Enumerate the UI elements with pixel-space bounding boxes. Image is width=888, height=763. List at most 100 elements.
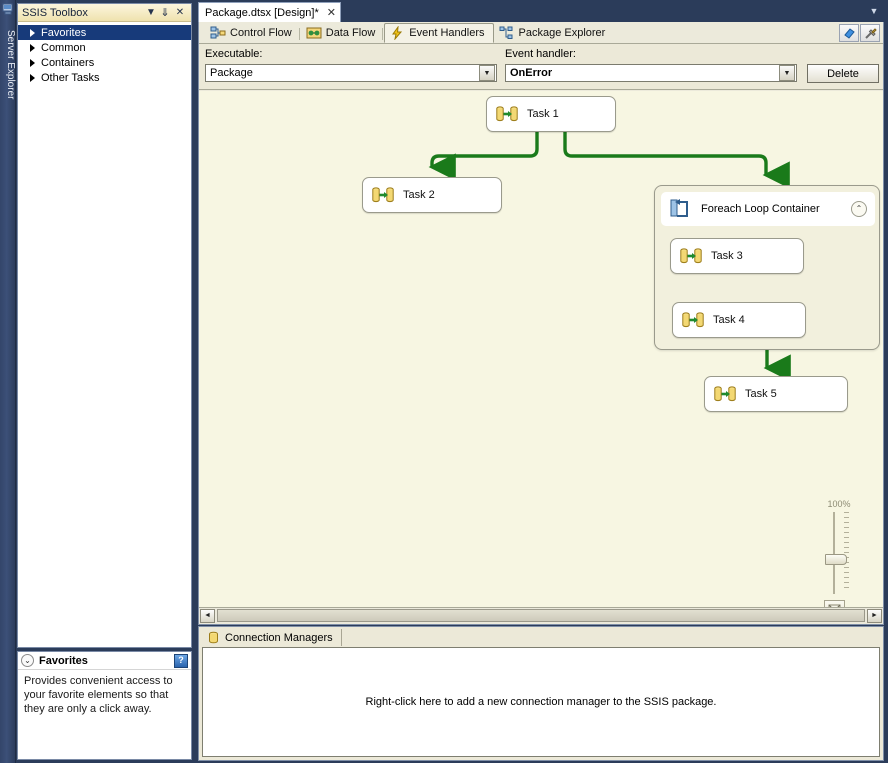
- design-canvas-content: Task 1 Task 2: [199, 91, 880, 621]
- server-explorer-label: Server Explorer: [5, 30, 16, 100]
- tools-icon: [864, 27, 877, 39]
- toolbox-titlebar: SSIS Toolbox ▼ ⇓ ✕: [18, 4, 191, 22]
- zoom-slider-thumb[interactable]: [825, 554, 847, 565]
- server-explorer-icon: [2, 3, 13, 15]
- executable-value: Package: [210, 67, 253, 79]
- document-area: Package.dtsx [Design]* ✕ ▼ Control Flow: [196, 0, 888, 763]
- connection-managers-panel: Connection Managers Right-click here to …: [198, 626, 884, 761]
- package-explorer-icon: [499, 26, 512, 39]
- event-handler-label: Event handler:: [505, 48, 576, 60]
- favorites-info-panel: ⌄ Favorites ? Provides convenient access…: [17, 651, 192, 760]
- task-box-task-1[interactable]: Task 1: [486, 96, 616, 132]
- event-handler-dropdown[interactable]: OnError ▼: [505, 64, 797, 82]
- task-box-task-2[interactable]: Task 2: [362, 177, 502, 213]
- document-tab-label: Package.dtsx [Design]*: [205, 6, 319, 19]
- format-painter-icon: [843, 27, 855, 39]
- collapse-chevron-icon[interactable]: ⌃: [851, 201, 867, 217]
- designer-frame: Control Flow Data Flow: [198, 22, 884, 625]
- toolbox-dropdown-icon[interactable]: ▼: [146, 7, 156, 18]
- designer-view-tabs: Control Flow Data Flow: [199, 22, 883, 44]
- tab-label: Event Handlers: [409, 27, 485, 39]
- task-label: Task 2: [403, 189, 435, 201]
- chevron-down-icon[interactable]: ▼: [779, 65, 795, 81]
- toolbox-title: SSIS Toolbox: [22, 6, 88, 19]
- task-box-task-3[interactable]: Task 3: [670, 238, 804, 274]
- toolbox-pin-icon[interactable]: ⇓: [160, 6, 170, 19]
- tab-control-flow[interactable]: Control Flow: [205, 23, 301, 43]
- event-handler-selector-bar: Executable: Package ▼ Event handler: OnE…: [199, 44, 883, 90]
- toolbox-item-label: Containers: [41, 56, 95, 69]
- connection-managers-empty-text: Right-click here to add a new connection…: [365, 696, 717, 708]
- tab-separator: [298, 28, 300, 40]
- design-canvas[interactable]: Task 1 Task 2: [199, 91, 883, 623]
- foreach-loop-header[interactable]: Foreach Loop Container ⌃: [661, 192, 875, 226]
- expand-triangle-icon[interactable]: [28, 28, 37, 37]
- help-icon[interactable]: ?: [174, 653, 188, 668]
- toolbox-item-common[interactable]: Common: [18, 40, 191, 55]
- expand-triangle-icon[interactable]: [28, 73, 37, 82]
- tab-label: Data Flow: [325, 27, 376, 39]
- toolbox-close-icon[interactable]: ✕: [175, 7, 185, 18]
- data-flow-task-icon: [496, 106, 518, 122]
- data-flow-task-icon: [372, 187, 394, 203]
- expand-triangle-icon[interactable]: [28, 43, 37, 52]
- toolbox-item-containers[interactable]: Containers: [18, 55, 191, 70]
- task-box-task-4[interactable]: Task 4: [672, 302, 806, 338]
- canvas-horizontal-scrollbar[interactable]: ◄ ►: [199, 607, 883, 623]
- scroll-right-arrow-icon[interactable]: ►: [867, 608, 882, 623]
- zoom-percent-label: 100%: [827, 499, 851, 509]
- zoom-slider-ticks: [844, 512, 849, 594]
- tab-connection-managers[interactable]: Connection Managers: [203, 629, 342, 646]
- expand-triangle-icon[interactable]: [28, 58, 37, 67]
- tab-label: Connection Managers: [225, 631, 333, 644]
- data-flow-task-icon: [714, 386, 736, 402]
- tab-package-explorer[interactable]: Package Explorer: [494, 23, 615, 43]
- connection-managers-tab-row: Connection Managers: [199, 627, 883, 646]
- connector-task1-task2[interactable]: [428, 132, 539, 181]
- executable-label: Executable:: [205, 48, 263, 60]
- zoom-slider-track[interactable]: [833, 512, 835, 594]
- foreach-loop-label: Foreach Loop Container: [701, 203, 820, 215]
- chevron-down-icon[interactable]: ▼: [479, 65, 495, 81]
- delete-button[interactable]: Delete: [807, 64, 879, 83]
- chevron-down-icon[interactable]: ⌄: [21, 654, 34, 667]
- scrollbar-thumb[interactable]: [217, 609, 865, 622]
- task-label: Task 1: [527, 108, 559, 120]
- toolbox-item-label: Other Tasks: [41, 71, 100, 84]
- format-painter-button[interactable]: [839, 24, 859, 42]
- connection-manager-icon: [209, 631, 218, 644]
- data-flow-icon: [306, 27, 322, 39]
- control-flow-icon: [210, 26, 226, 39]
- connection-managers-empty-area[interactable]: Right-click here to add a new connection…: [202, 647, 880, 757]
- server-explorer-dock-strip[interactable]: Server Explorer: [0, 0, 16, 763]
- task-label: Task 4: [713, 314, 745, 326]
- tab-label: Package Explorer: [518, 27, 606, 39]
- foreach-loop-container[interactable]: Foreach Loop Container ⌃: [654, 185, 880, 350]
- tools-button[interactable]: [860, 24, 880, 42]
- foreach-loop-icon: [670, 199, 688, 217]
- connector-task1-foreach[interactable]: [563, 132, 790, 189]
- document-menu-chevron-icon[interactable]: ▼: [869, 6, 879, 16]
- toolbox-item-other-tasks[interactable]: Other Tasks: [18, 70, 191, 85]
- favorites-info-description: Provides convenient access to your favor…: [24, 675, 173, 715]
- tab-data-flow[interactable]: Data Flow: [301, 23, 385, 43]
- toolbox-tree: Favorites Common Containers Other Tasks: [18, 23, 191, 647]
- zoom-slider-widget[interactable]: 100%: [817, 499, 861, 621]
- close-icon[interactable]: ✕: [326, 7, 336, 19]
- event-handler-value: OnError: [510, 67, 553, 79]
- favorites-info-header: ⌄ Favorites ?: [18, 652, 191, 670]
- task-box-task-5[interactable]: Task 5: [704, 376, 848, 412]
- toolbox-item-label: Favorites: [41, 26, 87, 39]
- toolbox-item-label: Common: [41, 41, 86, 54]
- scroll-left-arrow-icon[interactable]: ◄: [200, 608, 215, 623]
- document-tab-row: Package.dtsx [Design]* ✕ ▼: [196, 0, 888, 22]
- toolbox-item-favorites[interactable]: Favorites: [18, 25, 191, 40]
- executable-dropdown[interactable]: Package ▼: [205, 64, 497, 82]
- favorites-info-title: Favorites: [39, 654, 88, 667]
- document-tab-package-dtsx[interactable]: Package.dtsx [Design]* ✕: [198, 2, 341, 22]
- task-label: Task 5: [745, 388, 777, 400]
- tab-separator: [382, 28, 384, 40]
- tab-event-handlers[interactable]: Event Handlers: [384, 23, 494, 43]
- data-flow-task-icon: [682, 312, 704, 328]
